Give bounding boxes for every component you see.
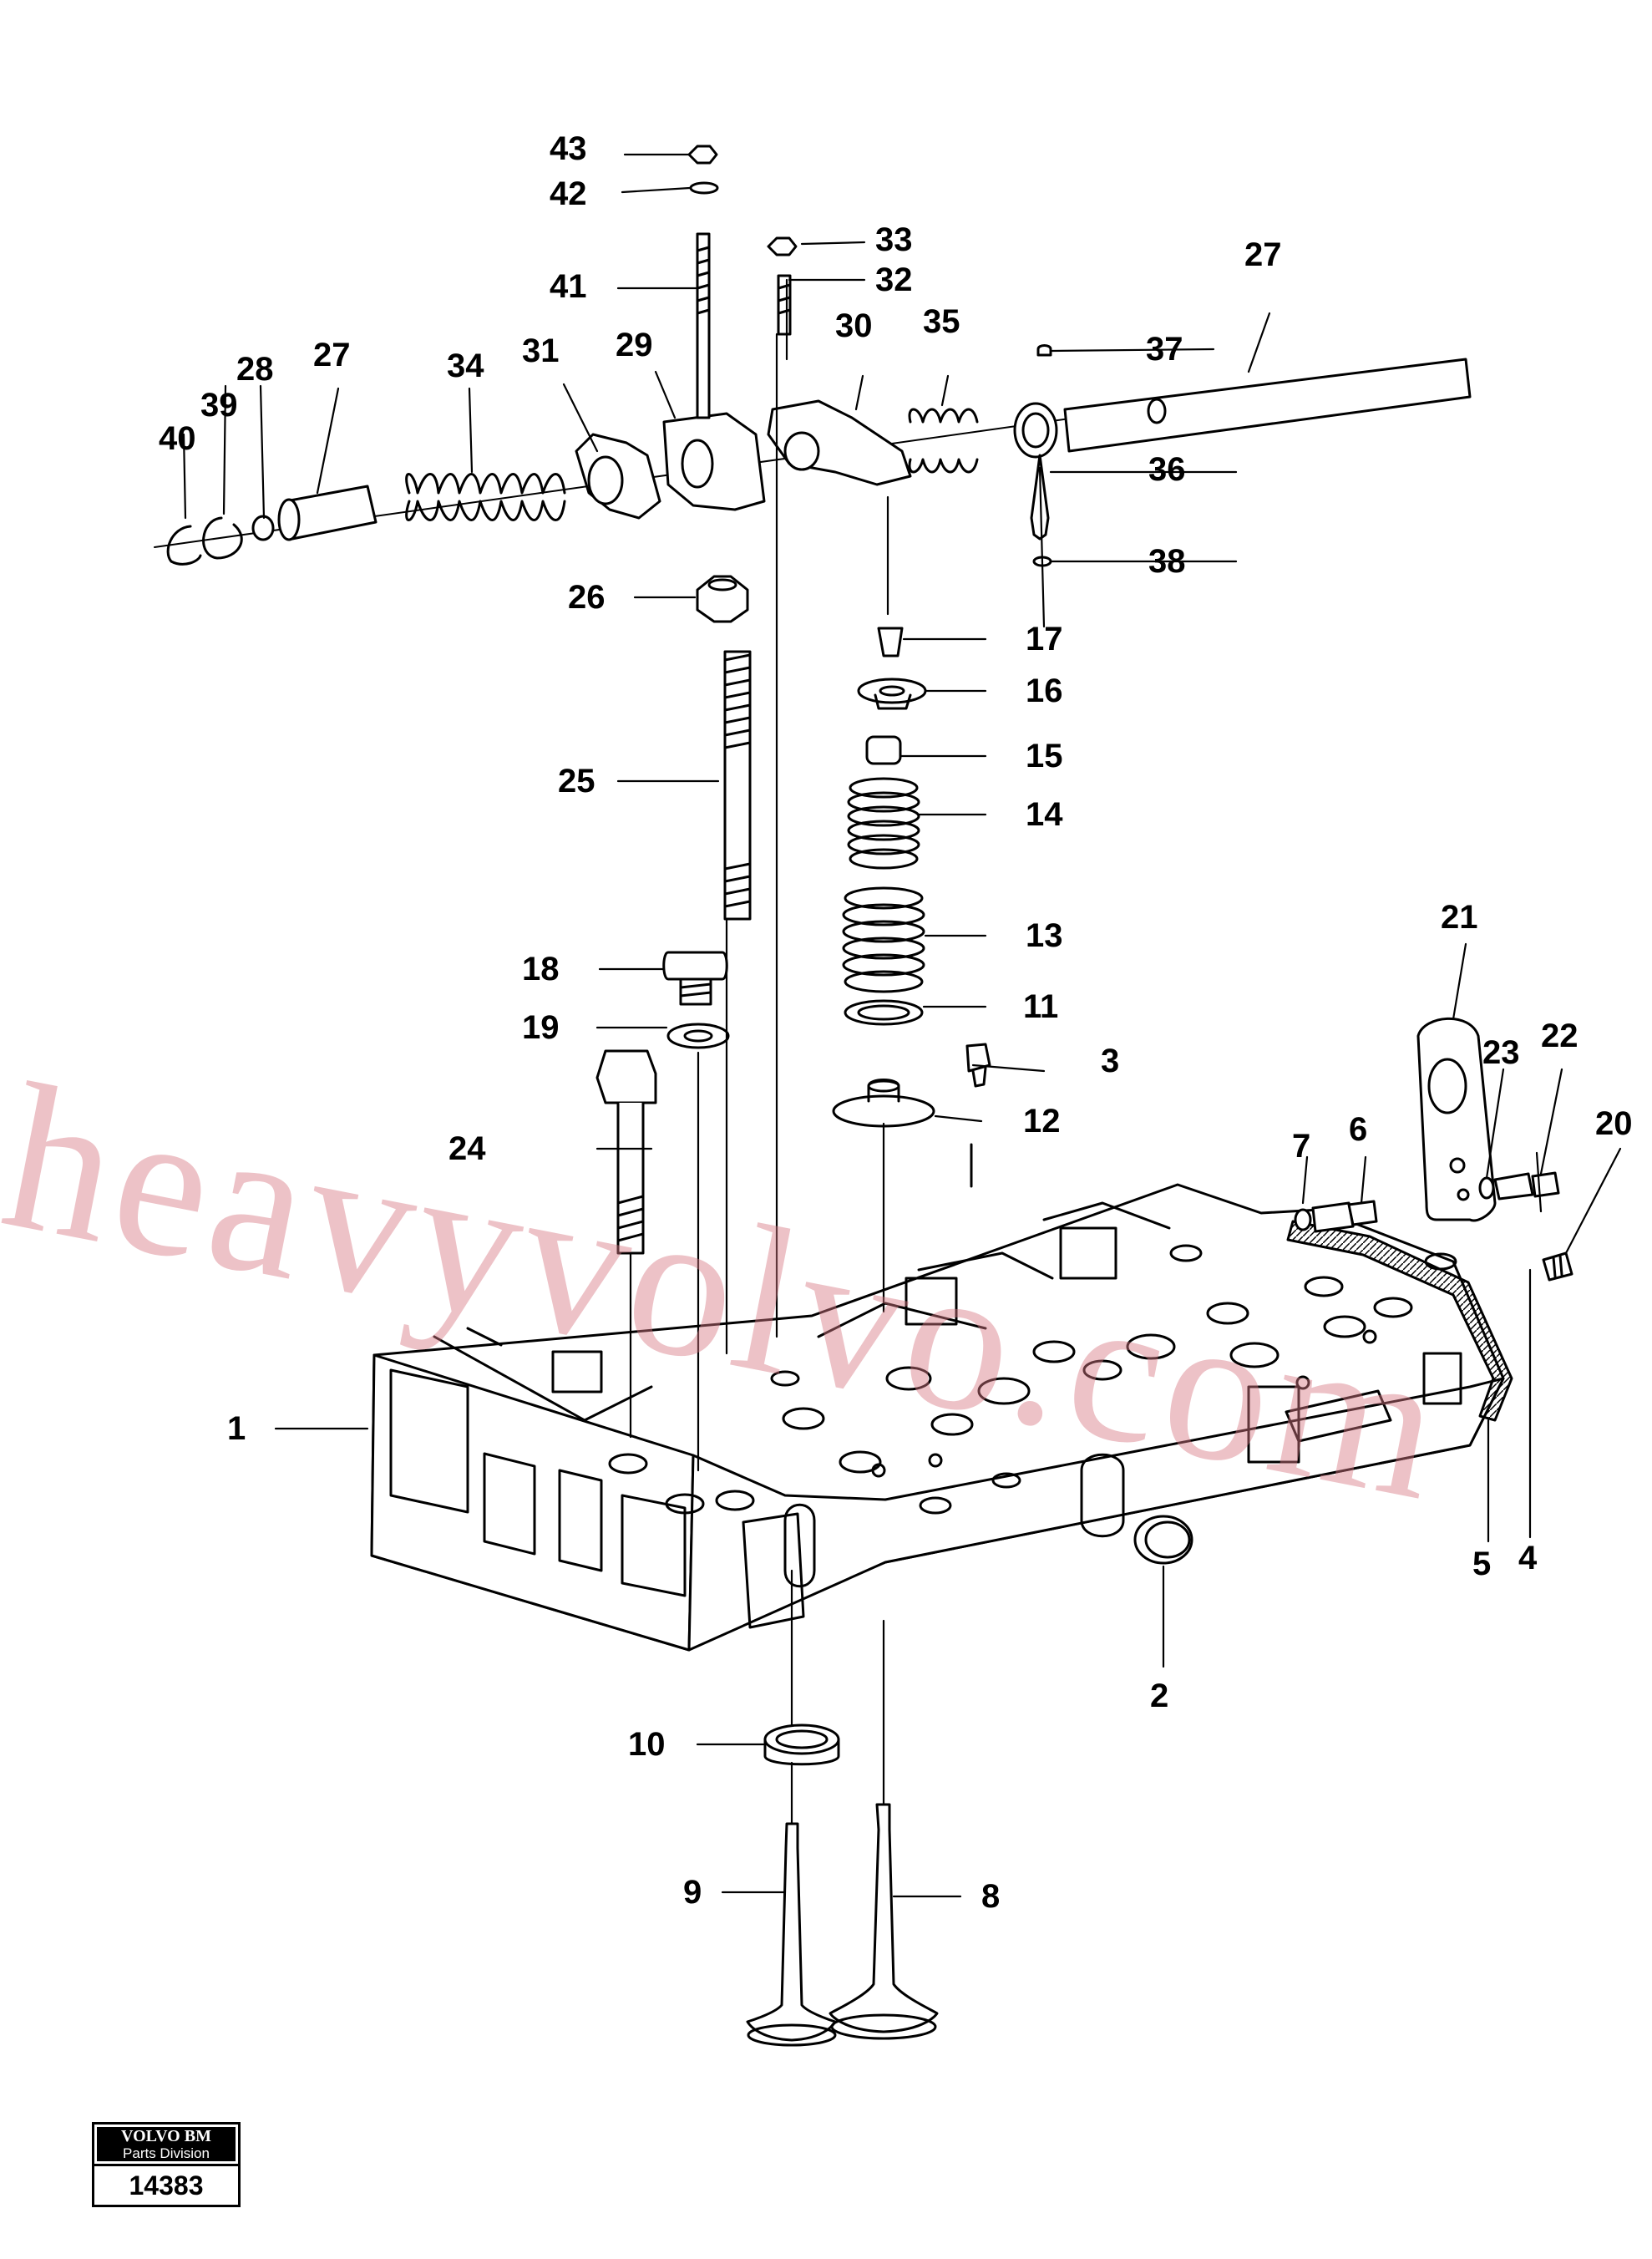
manifold-bolt	[1294, 1200, 1378, 1233]
callout-27-left: 27	[313, 337, 351, 373]
callout-25: 25	[558, 763, 595, 800]
lifting-eye-plate	[1416, 1017, 1497, 1222]
callout-37: 37	[1146, 331, 1183, 368]
callout-14: 14	[1026, 796, 1063, 833]
callout-28: 28	[236, 351, 274, 388]
callout-12: 12	[1023, 1103, 1061, 1140]
callout-23: 23	[1482, 1034, 1520, 1071]
valve-spring-stack	[832, 627, 935, 1128]
callout-43: 43	[550, 130, 587, 167]
callout-7: 7	[1292, 1128, 1311, 1165]
callout-11: 11	[1023, 988, 1059, 1025]
valve-seat-ring	[763, 1723, 840, 1766]
callout-22: 22	[1541, 1018, 1579, 1054]
callout-5: 5	[1472, 1546, 1492, 1582]
rocker-shaft-assembly	[154, 145, 1472, 567]
intake-valve	[829, 1803, 939, 2040]
callout-36: 36	[1148, 451, 1186, 488]
volvo-bm-stamp: VOLVO BM Parts Division 14383	[92, 2122, 241, 2207]
callout-3: 3	[1101, 1043, 1120, 1079]
callout-38: 38	[1148, 543, 1186, 580]
expansion-plug	[1133, 1515, 1193, 1565]
callout-42: 42	[550, 175, 587, 212]
rocker-stud	[696, 575, 752, 921]
callout-1: 1	[227, 1410, 246, 1447]
callout-24: 24	[448, 1130, 486, 1167]
callout-30: 30	[835, 307, 873, 344]
callout-16: 16	[1026, 673, 1063, 709]
callout-17: 17	[1026, 621, 1063, 657]
stamp-drawing-number: 14383	[94, 2164, 238, 2205]
callout-2: 2	[1150, 1678, 1169, 1714]
callout-32: 32	[875, 261, 913, 298]
callout-40: 40	[159, 420, 196, 457]
callout-13: 13	[1026, 917, 1063, 954]
callout-31: 31	[522, 333, 560, 369]
stamp-division: Parts Division	[97, 2145, 236, 2161]
callout-29: 29	[616, 327, 653, 363]
callout-20: 20	[1595, 1105, 1633, 1142]
callout-19: 19	[522, 1009, 560, 1046]
exhaust-valve	[746, 1822, 837, 2047]
cylinder-head	[370, 1183, 1505, 1652]
callout-18: 18	[522, 951, 560, 987]
callout-15: 15	[1026, 738, 1063, 774]
callout-9: 9	[683, 1874, 702, 1911]
callout-27-right: 27	[1244, 236, 1282, 273]
plug-screw	[1542, 1251, 1573, 1282]
manifold-gasket	[1286, 1220, 1513, 1422]
head-bolt	[595, 1049, 657, 1255]
callout-8: 8	[981, 1878, 1001, 1915]
callout-21: 21	[1441, 899, 1478, 936]
callout-34: 34	[447, 348, 484, 384]
stamp-brand: VOLVO BM	[97, 2127, 236, 2145]
plug-bolt	[662, 951, 730, 1049]
leader-lines	[182, 153, 1622, 1898]
callout-6: 6	[1349, 1111, 1368, 1148]
callout-41: 41	[550, 268, 587, 305]
callout-26: 26	[568, 579, 606, 616]
callout-35: 35	[923, 303, 960, 340]
callout-10: 10	[628, 1726, 666, 1763]
callout-4: 4	[1518, 1540, 1538, 1576]
callout-39: 39	[200, 387, 238, 424]
callout-33: 33	[875, 221, 913, 258]
